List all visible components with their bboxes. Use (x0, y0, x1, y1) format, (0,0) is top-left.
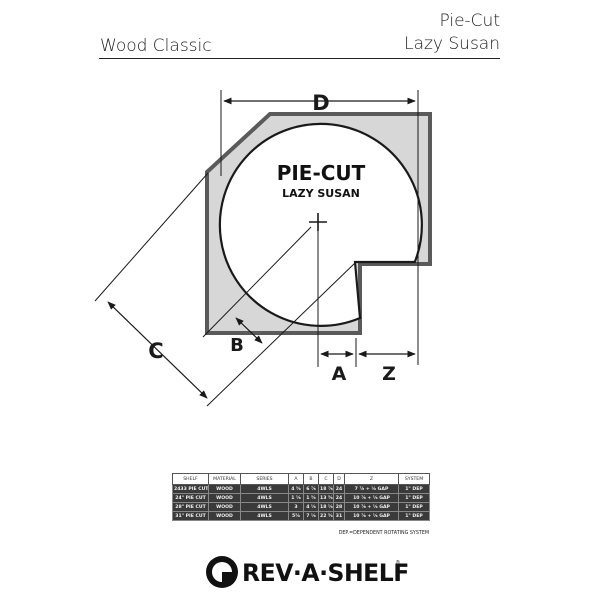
table-cell: 10 ⅞ + ⅛ GAP (344, 502, 399, 512)
table-cell: 28" PIE CUT (172, 502, 209, 512)
table-header-cell: B (303, 473, 319, 485)
table-header-cell: Z (344, 473, 399, 485)
table-cell: 1 ⅝ (303, 493, 319, 503)
pie-cut-shelf (218, 122, 423, 327)
table-cell: 1" DEP (398, 502, 430, 512)
table-header-cell: C (318, 473, 334, 485)
dimension-d-label: D (312, 91, 329, 115)
table-cell: 4WLS (240, 511, 289, 521)
table-cell: WOOD (208, 511, 241, 521)
table-cell: 2433 PIE CUT (172, 484, 209, 494)
table-cell: WOOD (208, 493, 241, 503)
table-cell: WOOD (208, 484, 241, 494)
table-cell: 4WLS (240, 502, 289, 512)
table-cell: 31 (333, 511, 345, 521)
table-header-cell: SHELF (172, 473, 209, 485)
product-name-line1: Pie-Cut (439, 11, 500, 31)
table-header-cell: D (333, 473, 345, 485)
table-cell: 13 ⅝ (318, 493, 334, 503)
table-cell: 22 ⅝ (318, 511, 334, 521)
table-cell: 5⅝ (288, 511, 304, 521)
pie-cut-diagram: PIE-CUT LAZY SUSAN D C B A Z (94, 90, 432, 407)
table-cell: 18 ⅞ (318, 484, 334, 494)
table-cell: 4 ⅛ (303, 502, 319, 512)
table-cell: 1" DEP (398, 484, 430, 494)
table-cell: 10 ⅞ + ⅛ GAP (344, 493, 399, 503)
table-cell: 4 ⅝ (288, 484, 304, 494)
table-cell: 1 ⅛ (288, 493, 304, 503)
table-cell: 4WLS (240, 484, 289, 494)
table-cell: 28 (333, 502, 345, 512)
table-cell: 3 (288, 502, 304, 512)
table-cell: 10 ⅞ + ⅛ GAP (344, 511, 399, 521)
table-header-cell: A (288, 473, 304, 485)
table-cell: 6 ⅞ (303, 484, 319, 494)
extension-lines (94, 90, 419, 407)
product-name-line2: Lazy Susan (404, 34, 500, 54)
product-name-title: Pie-Cut Lazy Susan (404, 10, 500, 56)
dimension-a-label: A (332, 363, 347, 385)
table-cell: 24 (333, 484, 345, 494)
diagram-subtitle: LAZY SUSAN (282, 187, 360, 200)
table-header-cell: SYSTEM (398, 473, 430, 485)
table-header-cell: SERIES (240, 473, 289, 485)
table-cell: 7 ⅞ + ⅛ GAP (344, 484, 399, 494)
table-cell: 24" PIE CUT (172, 493, 209, 503)
diagram-title: PIE-CUT (277, 161, 366, 185)
trademark-symbol: ® (396, 560, 400, 566)
dimension-b-arrow (235, 317, 263, 344)
product-line-title: Wood Classic (100, 36, 212, 56)
table-header-cell: MATERIAL (208, 473, 241, 485)
table-cell: 18 ⅛ (318, 502, 334, 512)
table-cell: 7 ⅛ (303, 511, 319, 521)
table-cell: 31" PIE CUT (172, 511, 209, 521)
header-divider (99, 58, 500, 59)
table-cell: 1" DEP (398, 511, 430, 521)
table-cell: WOOD (208, 502, 241, 512)
table-cell: 24 (333, 493, 345, 503)
brand-wordmark: REV·A·SHELF (242, 559, 409, 587)
dimension-c-label: C (148, 339, 163, 363)
table-cell: 4WLS (240, 493, 289, 503)
dimension-z-label: Z (382, 363, 396, 385)
rev-a-shelf-logo-icon (206, 556, 238, 588)
brand-logo: REV·A·SHELF ® (206, 556, 409, 590)
center-mark (309, 213, 327, 231)
dimension-b-label: B (230, 335, 244, 356)
table-cell: 1" DEP (398, 493, 430, 503)
dimension-arrows (107, 97, 416, 399)
table-footnote: DEP.=DEPENDENT ROTATING SYSTEM (338, 531, 429, 536)
dimension-c-arrow (107, 301, 208, 399)
